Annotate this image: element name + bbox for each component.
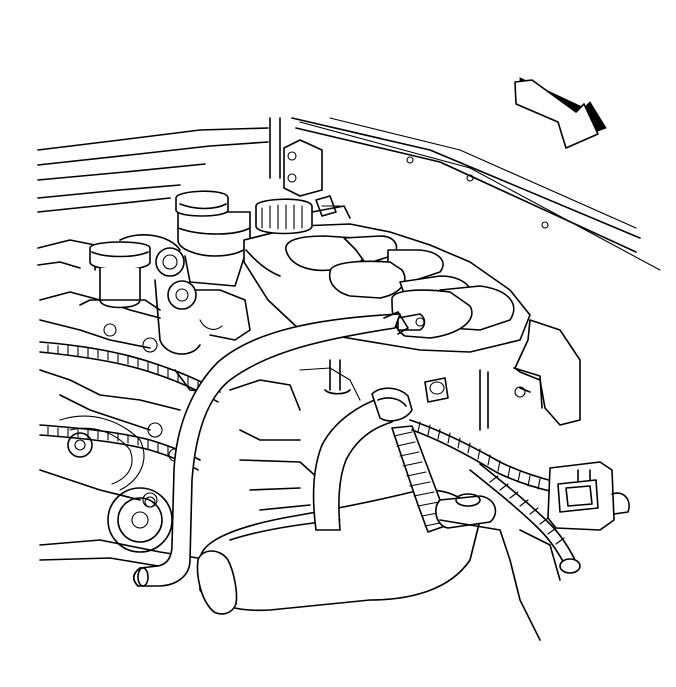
center-post	[325, 360, 350, 394]
hood-prop-rod	[270, 118, 322, 196]
front-of-vehicle-arrow-icon	[515, 78, 606, 148]
coolant-surge-tank	[244, 196, 530, 402]
oil-filler-cap	[80, 242, 160, 310]
electrical-connector	[548, 462, 629, 530]
brake-fluid-reservoir	[176, 191, 250, 286]
mounting-bracket	[514, 320, 580, 425]
